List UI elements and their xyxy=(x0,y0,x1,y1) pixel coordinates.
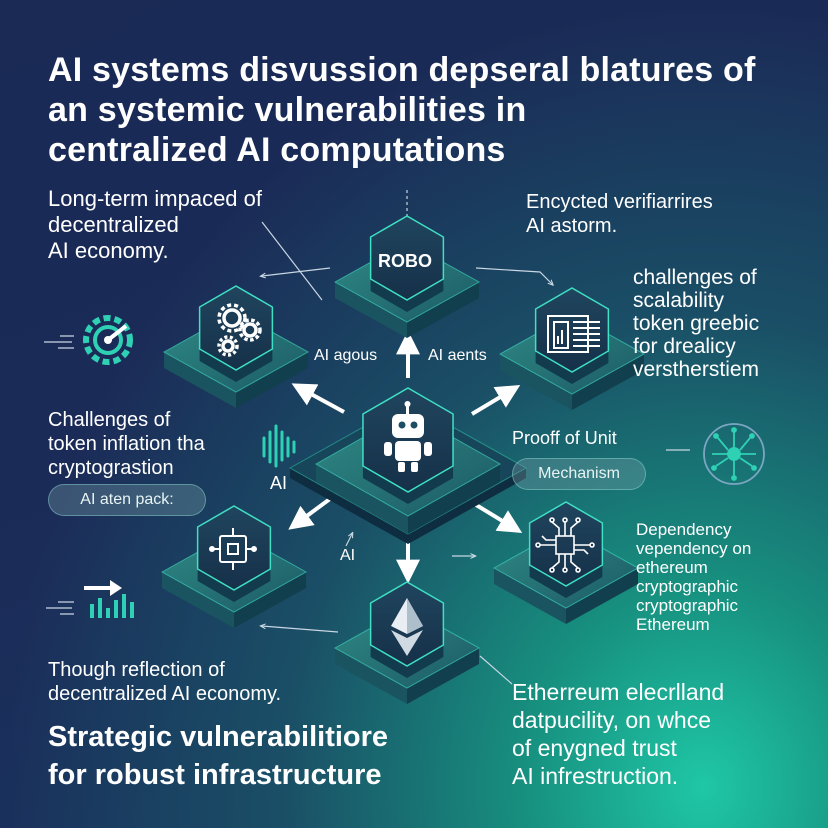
top-left-caption: Long-term impaced of decentralized AI ec… xyxy=(48,186,262,264)
mechanism-pill[interactable]: Mechanism xyxy=(512,458,646,490)
proof-of-unit-label: Prooff of Unit xyxy=(512,427,617,449)
ai-label-left: AI xyxy=(270,472,287,494)
center-label-left: AI agous xyxy=(314,346,377,366)
bottom-left-caption: Though reflection of decentralized AI ec… xyxy=(48,658,281,706)
robo-label: ROBO xyxy=(378,251,432,272)
tile-document xyxy=(500,288,644,410)
ai-label-small: AI xyxy=(340,546,355,566)
gear-speed-icon xyxy=(86,318,130,362)
ai-pack-pill[interactable]: AI aten pack: xyxy=(48,484,206,516)
tile-circuit xyxy=(494,502,638,624)
right-mid-caption: challenges of scalability token greebic … xyxy=(633,266,759,381)
bar-chart-arrow-icon xyxy=(84,580,132,618)
tile-robo xyxy=(335,216,479,338)
left-mid-caption: Challenges of token inflation tha crypto… xyxy=(48,408,205,480)
circuit-network-icon xyxy=(704,424,764,484)
center-label-right: AI aents xyxy=(428,346,487,366)
top-right-caption: Encycted verifiarrires AI astorm. xyxy=(526,190,713,238)
bottom-title: Strategic vulnerabilitiore for robust in… xyxy=(48,718,388,794)
dependency-caption: Dependency vependency on ethereum crypto… xyxy=(636,520,751,634)
page-title: AI systems disvussion depseral blatures … xyxy=(48,50,808,170)
bottom-right-caption: Etherreum elecrlland datpucility, on whc… xyxy=(512,678,724,790)
audio-wave-icon xyxy=(264,426,294,466)
